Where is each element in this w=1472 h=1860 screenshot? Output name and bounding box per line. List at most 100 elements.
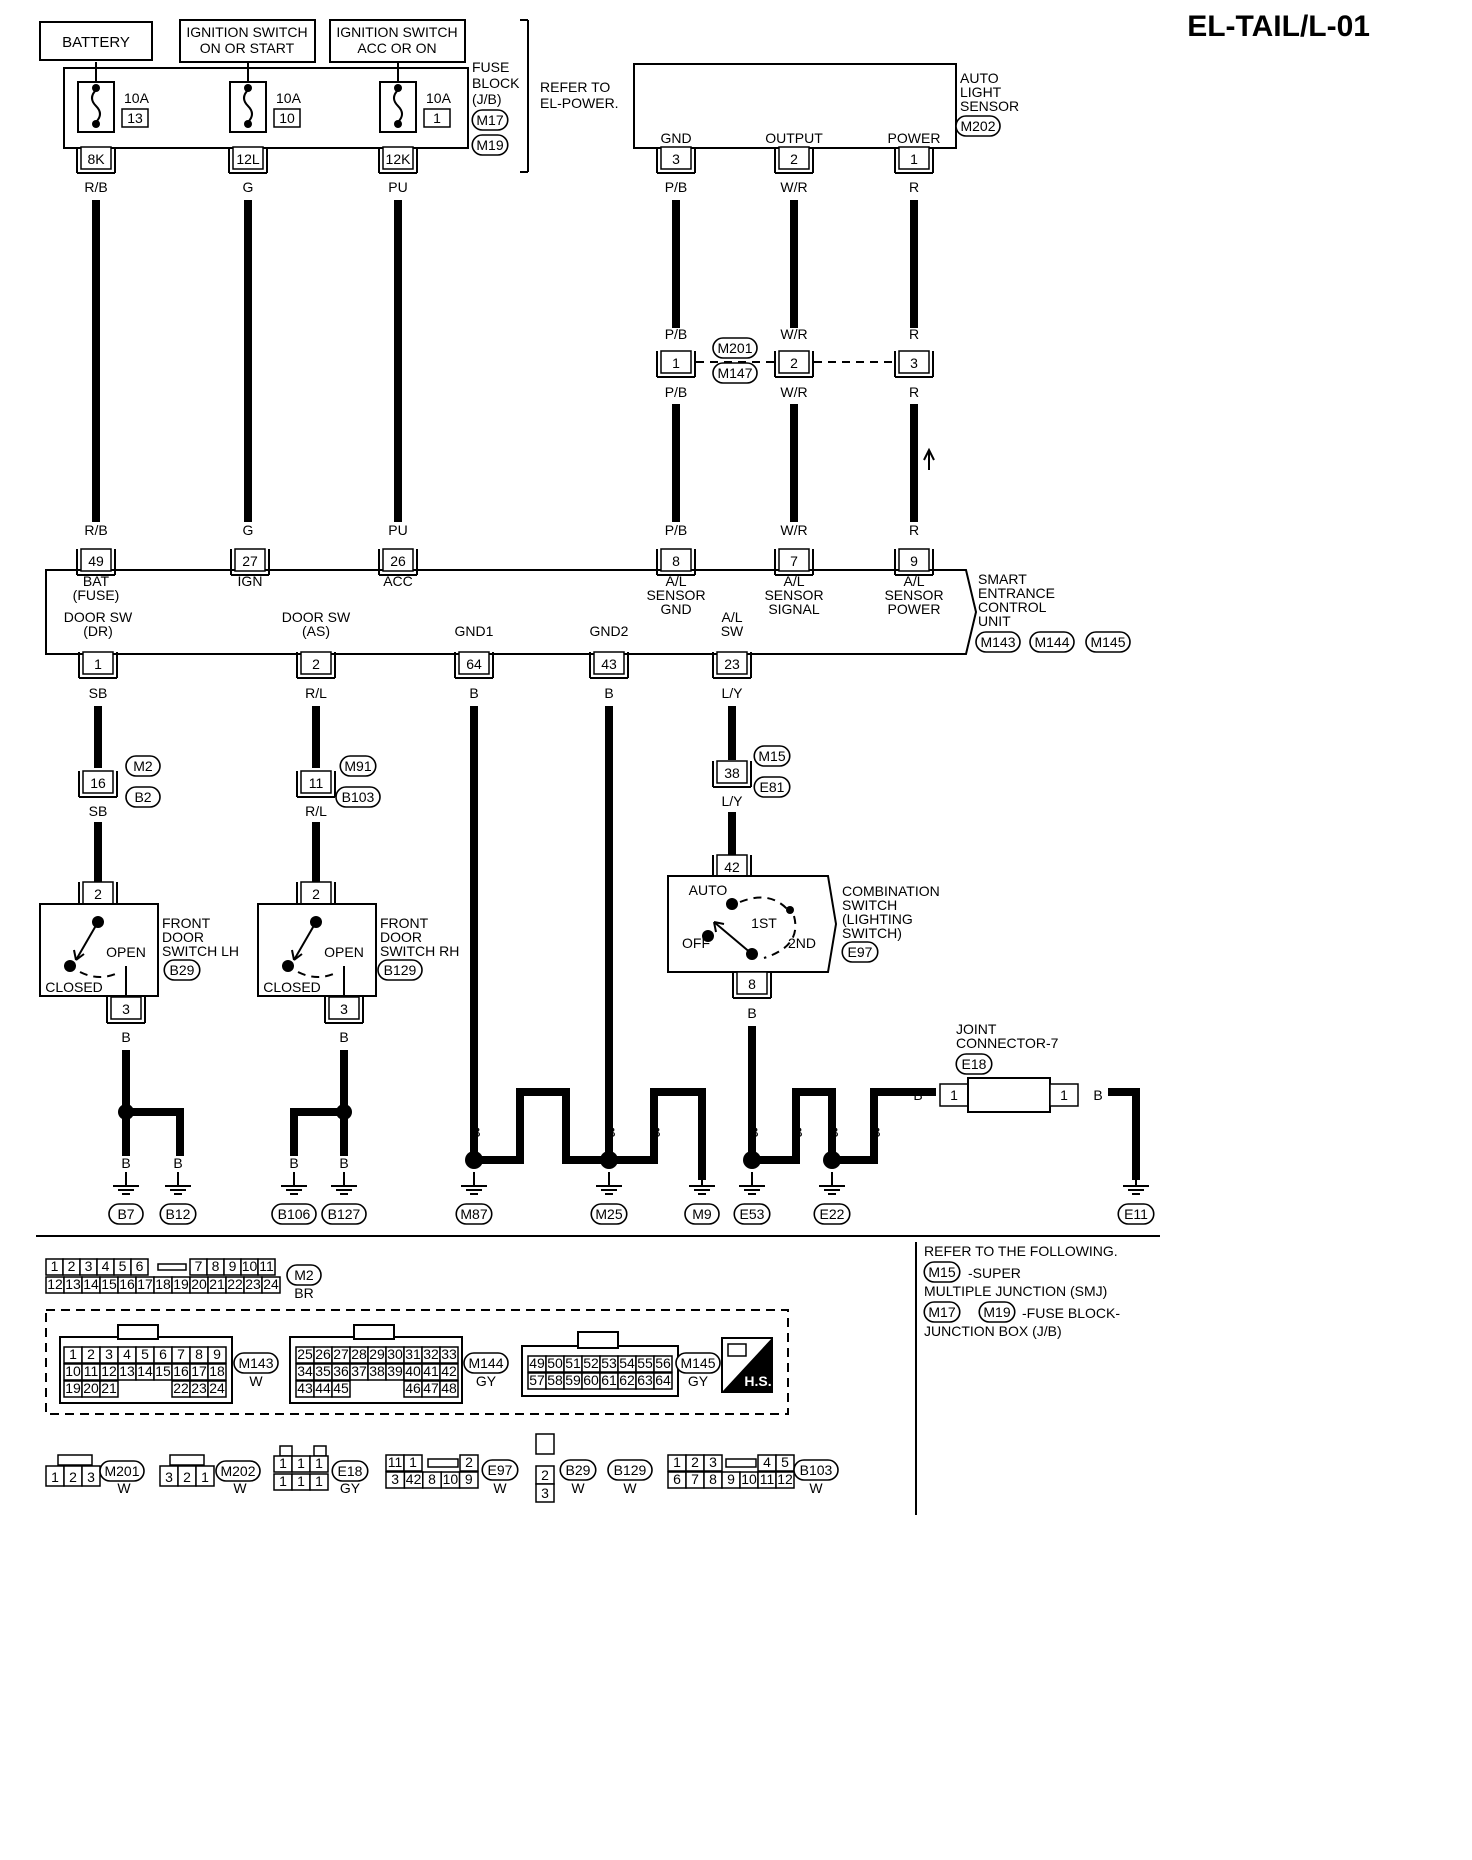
- switch-position: 2ND: [788, 935, 816, 951]
- secu-pin-name: ACC: [383, 573, 413, 589]
- joint-label: CONNECTOR-7: [956, 1035, 1059, 1051]
- m145-cell-text: 59: [565, 1372, 581, 1388]
- fuse-amps: 10A: [276, 90, 302, 106]
- wire-color: B: [121, 1155, 130, 1171]
- combo-inline-m15: M15: [758, 748, 785, 764]
- e97-color: W: [493, 1480, 507, 1496]
- m201-cell-text: 1: [51, 1469, 59, 1485]
- ign-acc-on-label: IGNITION SWITCH: [336, 24, 457, 40]
- door-lh-label: SWITCH LH: [162, 943, 239, 959]
- b29-id: B29: [566, 1462, 591, 1478]
- fuse-terminal: 8K: [87, 151, 105, 167]
- m145-key: [577, 1331, 619, 1349]
- b103-cell-text: 7: [691, 1471, 699, 1487]
- combo-connector: E97: [848, 944, 873, 960]
- m2-cell-text: 24: [263, 1276, 279, 1292]
- auto-light-sensor: [633, 63, 957, 149]
- m143-cell-text: 21: [101, 1380, 117, 1396]
- m143-cell-text: 17: [191, 1363, 207, 1379]
- m144-cell-text: 44: [315, 1380, 331, 1396]
- b103-cell: [775, 1454, 795, 1472]
- m143-cell-text: 3: [105, 1346, 113, 1362]
- switch-position: OFF: [682, 935, 710, 951]
- m144-cell-text: 45: [333, 1380, 349, 1396]
- m145-cell-text: 63: [637, 1372, 653, 1388]
- fuse-terminal-box: [382, 146, 414, 170]
- e97-cell: [459, 1454, 479, 1472]
- secu-label: CONTROL: [978, 599, 1047, 615]
- ground-b7: B7: [117, 1206, 134, 1222]
- door-rh-inline-b103: B103: [342, 789, 375, 805]
- secu-pin-name: GND: [660, 601, 691, 617]
- secu-connector: M144: [1034, 634, 1069, 650]
- fuse-dot: [244, 84, 252, 92]
- e97-cell-text: 42: [406, 1471, 422, 1487]
- secu-top-pin-box: [778, 548, 810, 572]
- wire-color: L/Y: [721, 685, 743, 701]
- secu-connector-oval: [1029, 631, 1075, 653]
- door-lh-pin: 3: [122, 1001, 130, 1017]
- m202-id: M202: [220, 1463, 255, 1479]
- secu-pin-name: DOOR SW: [282, 609, 351, 625]
- inline-connector-m201: M201: [717, 340, 752, 356]
- fuse-number: 13: [127, 110, 143, 126]
- m145-cell-text: 60: [583, 1372, 599, 1388]
- b103-cell-text: 2: [691, 1454, 699, 1470]
- ground-m25: M25: [595, 1206, 622, 1222]
- m2-cell-text: 6: [136, 1258, 144, 1274]
- wire-color: R/B: [84, 522, 107, 538]
- m201-key: [57, 1454, 93, 1466]
- m144-cell-text: 30: [387, 1346, 403, 1362]
- joint-connector-id-oval: [955, 1053, 993, 1075]
- ground-m9-oval: [684, 1203, 720, 1225]
- m2-id-oval: [286, 1264, 322, 1286]
- door-lh-ground-wire: [122, 1050, 184, 1156]
- door-rh-inline-m91: M91: [344, 758, 371, 774]
- wire-color: B: [469, 685, 478, 701]
- ground-e22: E22: [820, 1206, 845, 1222]
- wire-color: G: [243, 179, 254, 195]
- wire-color: B: [747, 1005, 756, 1021]
- m143-cell-text: 20: [83, 1380, 99, 1396]
- m202-cell: [195, 1465, 215, 1487]
- m2-cell-text: 2: [68, 1258, 76, 1274]
- m144-cell-text: 46: [405, 1380, 421, 1396]
- switch-closed-label: CLOSED: [263, 979, 321, 995]
- e97-cell-text: 11: [388, 1454, 403, 1470]
- combo-inline-pin: 38: [724, 765, 740, 781]
- switch-contact: [786, 906, 794, 914]
- wire-color: B: [339, 1155, 348, 1171]
- b29-cell-text: 3: [541, 1485, 549, 1501]
- door-lh-inline-pin-box: [82, 770, 114, 794]
- combo-pin: 8: [748, 976, 756, 992]
- m144-key: [353, 1324, 395, 1340]
- secu-label: UNIT: [978, 613, 1011, 629]
- b103-cell-text: 10: [741, 1471, 757, 1487]
- wire-color: B: [829, 1124, 838, 1140]
- e18-cell: [309, 1473, 329, 1491]
- m144-cell-text: 32: [423, 1346, 439, 1362]
- secu-pin-name: IGN: [238, 573, 263, 589]
- switch-open-label: OPEN: [106, 944, 146, 960]
- secu-pin-name: BAT: [83, 573, 110, 589]
- fuse-connector-m19: M19: [476, 137, 503, 153]
- b103-cell-text: 6: [673, 1471, 681, 1487]
- fuse-dot: [244, 120, 252, 128]
- m144-cell-text: 48: [441, 1380, 457, 1396]
- m145-cell-text: 64: [655, 1372, 671, 1388]
- b103-id-oval: [793, 1459, 839, 1481]
- m143-cell-text: 1: [69, 1346, 77, 1362]
- secu-bottom-pin: 64: [466, 656, 482, 672]
- b103-cell-text: 9: [727, 1471, 735, 1487]
- ground-b127: B127: [328, 1206, 361, 1222]
- combo-inline-e81-oval: [753, 776, 791, 798]
- m2-cell: [261, 1276, 281, 1294]
- ground-b7-oval: [108, 1203, 144, 1225]
- sensor-pin-box: [898, 146, 930, 170]
- secu-pin-name: (FUSE): [73, 587, 120, 603]
- secu-connector: M145: [1090, 634, 1125, 650]
- refer-m15-text: MULTIPLE JUNCTION (SMJ): [924, 1283, 1107, 1299]
- b103-cell: [703, 1454, 723, 1472]
- ground-junction: [743, 1151, 761, 1169]
- secu-bottom-pin-box: [458, 651, 490, 675]
